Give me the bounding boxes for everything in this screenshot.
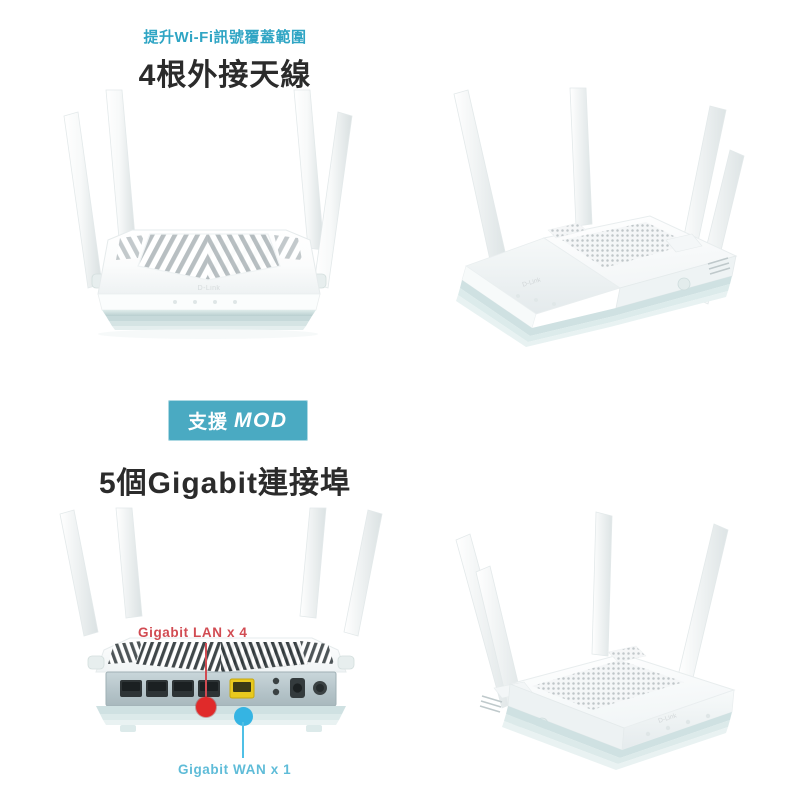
reset-button <box>272 677 280 685</box>
antenna-group <box>455 511 729 731</box>
mod-badge-en-label: MOD <box>234 408 288 432</box>
antenna-group <box>63 89 353 289</box>
brand-logo: D-Link <box>198 285 221 292</box>
router-angled-top-right: D-Link <box>440 87 770 350</box>
top-headline: 4根外接天線 <box>138 59 312 92</box>
mod-support-badge: 支援 MOD <box>168 400 308 441</box>
router-angled-bottom-right: D-Link <box>436 506 776 781</box>
wan-port <box>229 678 255 699</box>
antenna-group <box>453 87 745 305</box>
antenna-group <box>59 507 383 637</box>
callout-label-wan: Gigabit WAN x 1 <box>178 762 292 777</box>
bottom-headline: 5個Gigabit連接埠 <box>98 467 351 500</box>
leader-line-lan <box>205 643 207 703</box>
marker-dot-lan <box>196 697 216 717</box>
mod-badge-cn-label: 支援 <box>188 412 229 433</box>
leader-line-wan <box>242 722 244 758</box>
router-base <box>96 706 346 732</box>
router-front-top-left: D-Link <box>58 88 398 348</box>
router-rear-bottom-left <box>58 507 398 758</box>
svg-text:D-Link: D-Link <box>198 285 221 292</box>
lan-port-group <box>120 680 220 697</box>
router-base <box>102 310 316 330</box>
router-base <box>502 706 732 770</box>
rear-button-group <box>272 677 327 698</box>
top-subtitle: 提升Wi-Fi訊號覆蓋範圍 <box>143 29 307 46</box>
marker-dot-wan <box>234 707 253 726</box>
side-vent-grille <box>707 257 731 275</box>
led-indicator-row <box>516 294 556 306</box>
led-indicator-row <box>645 713 711 737</box>
callout-label-lan: Gigabit LAN x 4 <box>138 625 248 640</box>
led-indicator-row <box>173 300 237 304</box>
side-vent-grille <box>479 695 503 713</box>
wps-button <box>272 688 280 696</box>
